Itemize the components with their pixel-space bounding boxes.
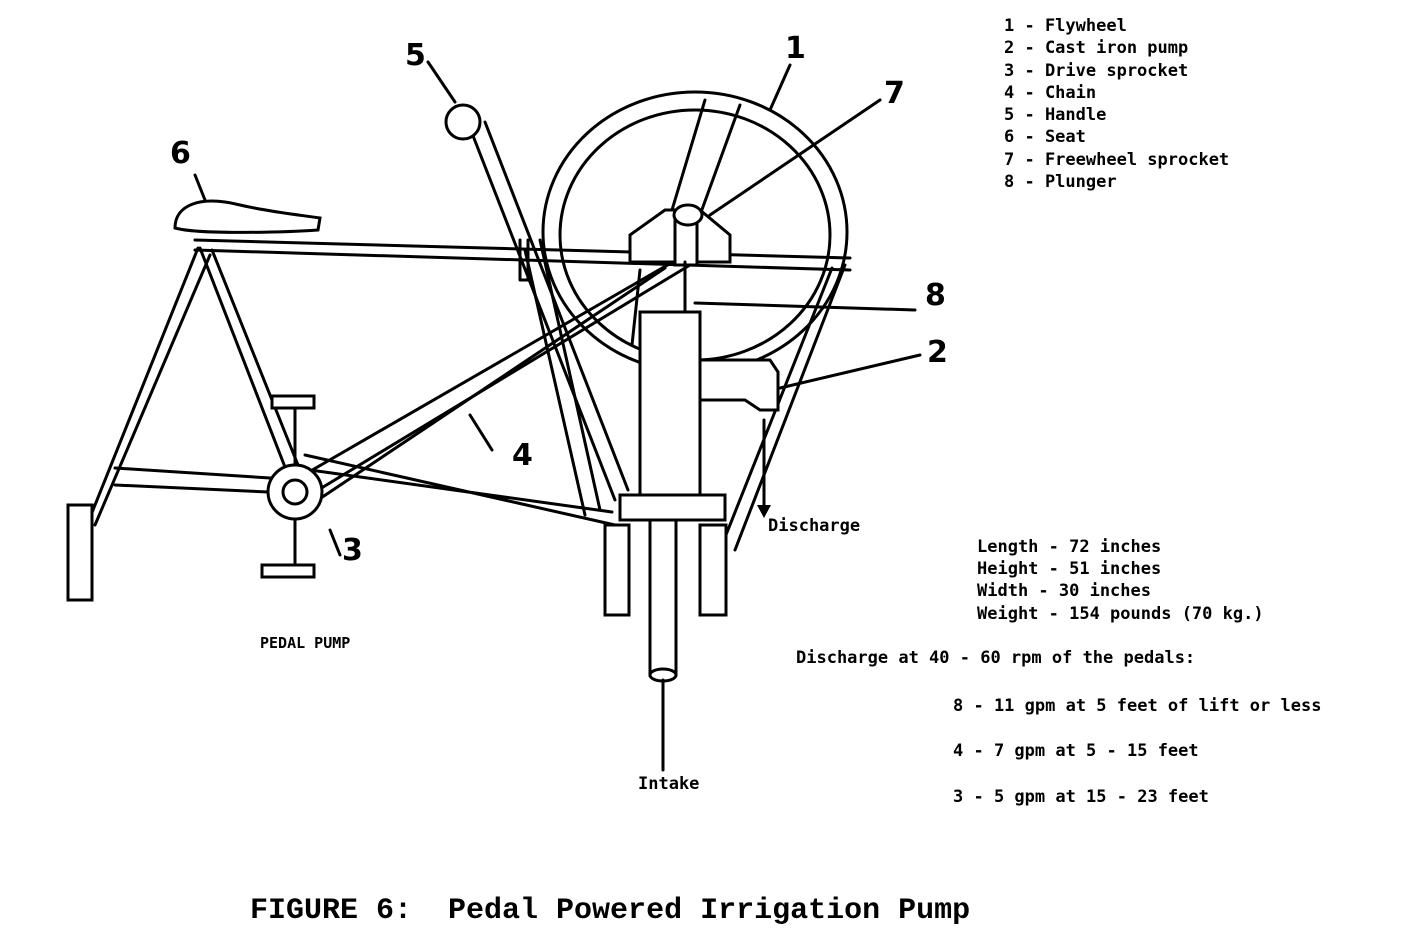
discharge-rate: 3 - 5 gpm at 15 - 23 feet	[953, 787, 1209, 807]
seat	[173, 199, 322, 234]
legend-item: 7 - Freewheel sprocket	[1004, 150, 1229, 170]
spec-line: Weight - 154 pounds (70 kg.)	[977, 604, 1264, 624]
discharge-rate: 4 - 7 gpm at 5 - 15 feet	[953, 741, 1199, 761]
callout-7: 7	[884, 76, 905, 111]
pump	[603, 260, 780, 772]
callout-1: 1	[785, 31, 806, 66]
spec-line: Length - 72 inches	[977, 537, 1161, 557]
spec-line: Height - 51 inches	[977, 559, 1161, 579]
freewheel-sprocket	[628, 203, 732, 267]
legend-item: 6 - Seat	[1004, 127, 1086, 147]
callout-5: 5	[405, 38, 426, 73]
chain	[298, 266, 667, 514]
callout-8: 8	[925, 278, 946, 313]
legend-item: 5 - Handle	[1004, 105, 1106, 125]
legend-item: 8 - Plunger	[1004, 172, 1117, 192]
legend-item: 2 - Cast iron pump	[1004, 38, 1188, 58]
legend: 1 - Flywheel 2 - Cast iron pump 3 - Driv…	[1004, 16, 1229, 192]
handle	[444, 103, 630, 502]
callout-6: 6	[170, 136, 191, 171]
legend-item: 4 - Chain	[1004, 83, 1096, 103]
callout-2: 2	[927, 335, 948, 370]
discharge-rate: 8 - 11 gpm at 5 feet of lift or less	[953, 696, 1321, 716]
callout-leaders	[193, 60, 922, 557]
discharge-label: Discharge	[768, 516, 860, 536]
callout-numbers: 1 2 3 4 5 6 7 8	[170, 31, 948, 568]
legend-item: 3 - Drive sprocket	[1004, 61, 1188, 81]
pedals-drive-sprocket	[260, 394, 324, 579]
pedal-pump-label: PEDAL PUMP	[260, 634, 350, 652]
frame	[66, 238, 852, 602]
intake-label: Intake	[638, 774, 699, 794]
legend-item: 1 - Flywheel	[1004, 16, 1127, 36]
callout-3: 3	[342, 533, 363, 568]
discharge-heading: Discharge at 40 - 60 rpm of the pedals:	[796, 648, 1195, 668]
specifications: Length - 72 inches Height - 51 inches Wi…	[796, 537, 1321, 807]
callout-4: 4	[512, 438, 533, 473]
figure-caption: FIGURE 6: Pedal Powered Irrigation Pump	[250, 894, 970, 928]
spec-line: Width - 30 inches	[977, 581, 1151, 601]
